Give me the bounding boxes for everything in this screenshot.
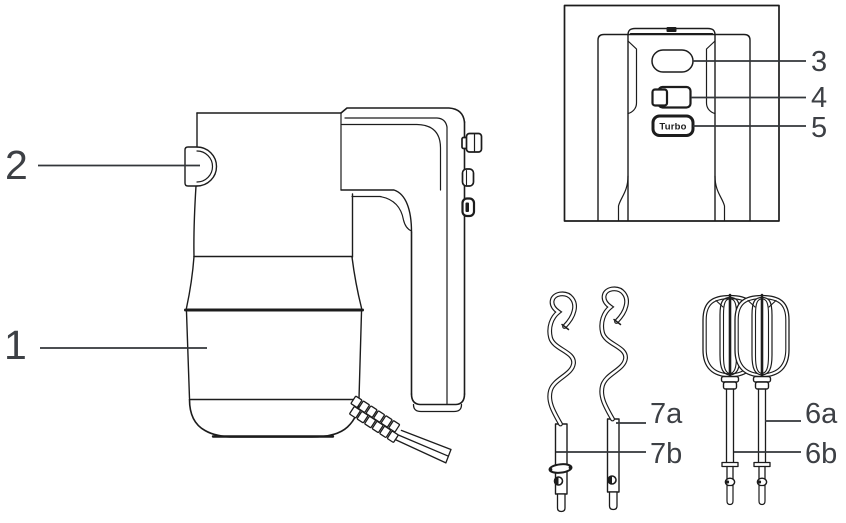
callout-label-6b: 6b: [805, 438, 838, 470]
mixer-body: [184, 112, 364, 438]
strain-relief-ribs: [349, 395, 401, 443]
cord-wires: [394, 429, 452, 464]
callout-label-5: 5: [811, 112, 828, 144]
beater-right: [734, 293, 790, 506]
dough-hook-left: [547, 291, 577, 513]
callout-label-7a: 7a: [650, 398, 683, 430]
callout-label-3: 3: [811, 46, 828, 78]
speed-selector-top-view: [651, 85, 692, 109]
mixer-top-view: [597, 27, 751, 222]
side-buttons: [461, 132, 483, 218]
turbo-button-top-view: Turbo: [651, 114, 695, 137]
callout-leader-lines: [38, 60, 806, 453]
power-cord: [349, 395, 452, 464]
beaters: [702, 293, 790, 506]
dough-hook-right: [599, 286, 629, 511]
callout-label-7b: 7b: [650, 438, 683, 470]
column-top-notch: [666, 27, 677, 32]
callout-label-4: 4: [811, 82, 828, 114]
dough-hooks: [547, 286, 629, 513]
hook-collar: [548, 463, 573, 474]
mixer-handle: [340, 107, 466, 413]
callout-label-2: 2: [5, 142, 28, 188]
hand-mixer-illustration: [184, 107, 483, 464]
detail-box-border: [563, 4, 780, 222]
callout-label-1: 1: [4, 322, 27, 368]
eject-button-side: [184, 146, 218, 187]
eject-button-top-view: [651, 49, 694, 73]
turbo-button-label: Turbo: [659, 122, 686, 133]
callout-label-6a: 6a: [805, 398, 838, 430]
control-panel-detail: Turbo: [563, 4, 780, 222]
speed-switch-side: [461, 168, 475, 187]
